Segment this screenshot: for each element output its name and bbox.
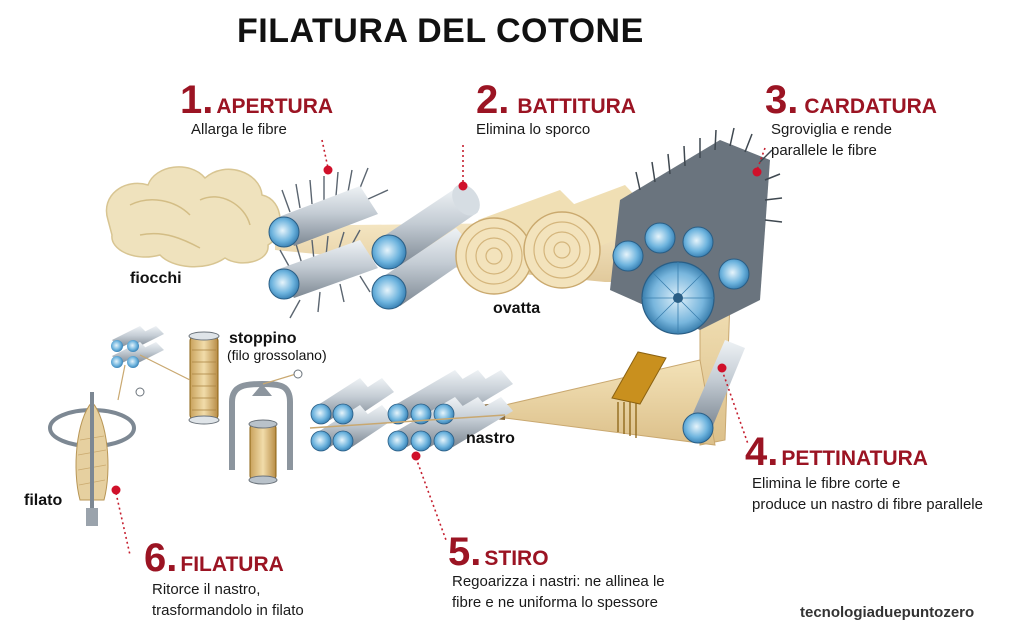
step-2-name: BATTITURA: [517, 95, 636, 118]
step-1-heading: 1.APERTURA: [180, 78, 334, 122]
step-4-description-line-1: Elimina le fibre corte e: [752, 475, 901, 492]
step-5-heading: 5.STIRO: [448, 530, 549, 574]
step-6-description-line-2: trasformandolo in filato: [152, 602, 304, 619]
callout-leaders: [115, 139, 766, 556]
step-4-heading: 4.PETTINATURA: [745, 430, 928, 474]
lap-rolls: [455, 185, 660, 295]
label-filato: filato: [24, 492, 63, 509]
step-1-number: 1: [180, 78, 203, 122]
step-2-number: 2: [476, 78, 499, 122]
beater-rollers: [371, 184, 480, 310]
step-5-name: STIRO: [484, 547, 549, 570]
step-5-description-line-1: Regoarizza i nastri: ne allinea le: [452, 573, 665, 590]
label-stoppino: stoppino: [229, 330, 297, 347]
step-4-description-line-2: produce un nastro di fibre parallele: [752, 496, 983, 513]
label-nastro: nastro: [466, 430, 515, 447]
roving-frame: [188, 331, 303, 485]
step-1-name: APERTURA: [216, 95, 334, 118]
label-fiocchi: fiocchi: [130, 270, 182, 287]
step-6-name: FILATURA: [180, 553, 284, 576]
step-6-description: Ritorce il nastro, trasformandolo in fil…: [152, 579, 304, 621]
step-1-description: Allarga le fibre: [191, 121, 287, 138]
combing-unit: [611, 340, 745, 444]
step-2-description: Elimina lo sporco: [476, 121, 591, 138]
drawing-rollers: [309, 370, 513, 452]
callout-markers: [111, 165, 762, 495]
step-6-heading: 6.FILATURA: [144, 536, 284, 580]
step-4-name: PETTINATURA: [781, 447, 928, 470]
label-ovatta: ovatta: [493, 300, 541, 317]
step-2-heading: 2.BATTITURA: [476, 78, 636, 122]
step-4-number: 4: [745, 430, 768, 474]
step-4-description: Elimina le fibre corte e produce un nast…: [752, 473, 983, 515]
step-5-number: 5: [448, 530, 471, 574]
label-stoppino-note: (filo grossolano): [227, 347, 327, 363]
step-3-description-line-2: parallele le fibre: [771, 142, 877, 159]
step-3-name: CARDATURA: [804, 95, 937, 118]
spinning-spindle: [48, 326, 191, 526]
watermark: tecnologiaduepuntozero: [800, 604, 975, 621]
step-5-description-line-2: fibre e ne uniforma lo spessore: [452, 594, 658, 611]
step-3-description: Sgroviglia e rende parallele le fibre: [771, 119, 892, 161]
opening-rollers: [268, 167, 389, 319]
step-3-number: 3: [765, 78, 788, 122]
cotton-tufts: [105, 166, 281, 268]
step-6-description-line-1: Ritorce il nastro,: [152, 581, 261, 598]
step-6-number: 6: [144, 536, 167, 580]
page-title: FILATURA DEL COTONE: [237, 12, 644, 50]
step-3-description-line-1: Sgroviglia e rende: [771, 121, 892, 138]
step-5-description: Regoarizza i nastri: ne allinea le fibre…: [452, 571, 665, 613]
carding-machine: [610, 127, 783, 335]
step-3-heading: 3.CARDATURA: [765, 78, 937, 122]
